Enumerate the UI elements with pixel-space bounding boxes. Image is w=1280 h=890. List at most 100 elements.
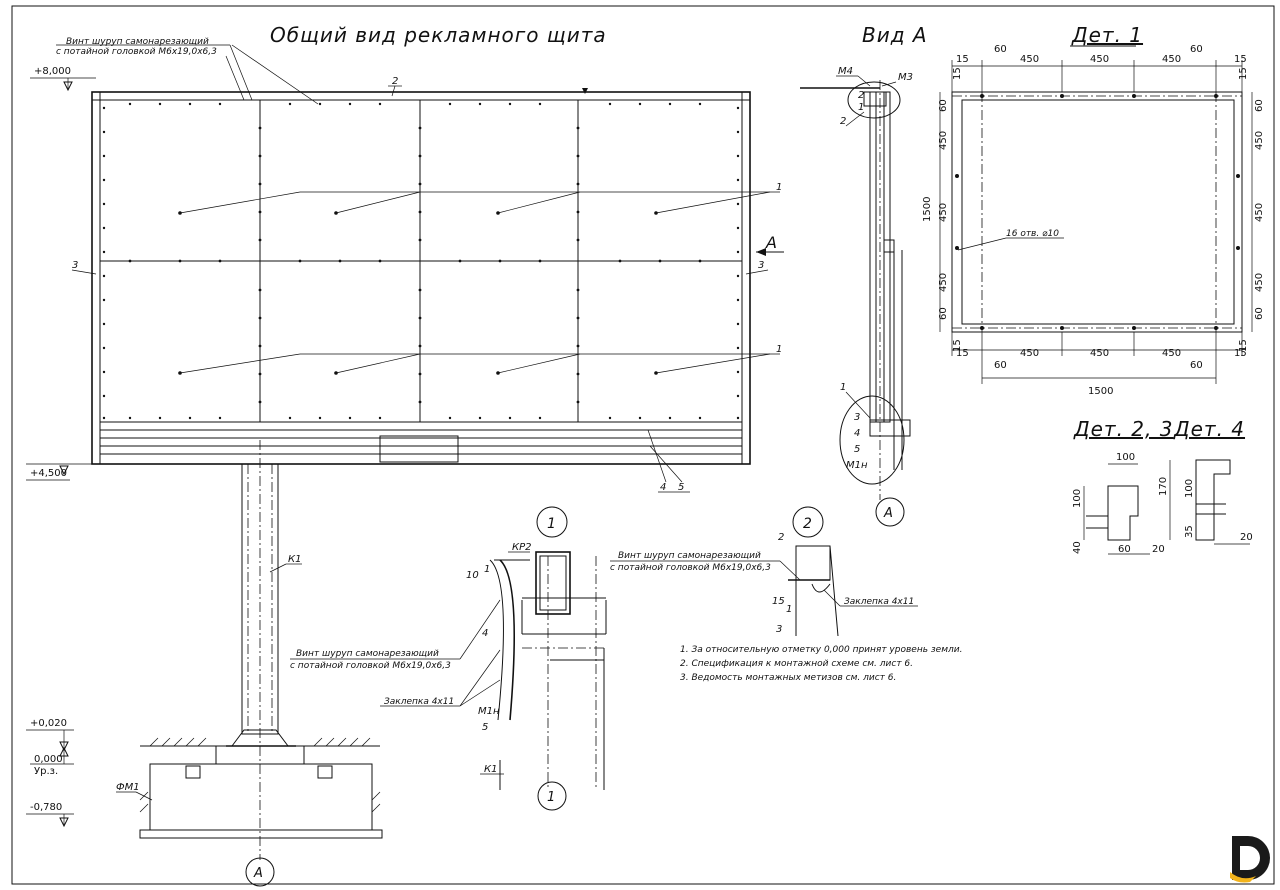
- det4-20: 20: [1240, 532, 1253, 543]
- det1-top-60-right: 60: [1190, 44, 1203, 55]
- general-view-title: Общий вид рекламного щита: [270, 23, 607, 47]
- det1-top-450-1: 450: [1020, 54, 1039, 65]
- note-3: 3. Ведомость монтажных метизов см. лист …: [680, 673, 896, 683]
- view-a-pos2-mid: 2: [840, 116, 846, 127]
- view-a-pos5: 5: [854, 444, 860, 455]
- note-2: 2. Спецификация к монтажной схеме см. ли…: [680, 659, 913, 669]
- view-a-m4: М4: [838, 66, 853, 77]
- det23-40-side: 40: [1072, 541, 1083, 554]
- elevation-top: +8,000: [34, 66, 71, 77]
- callout-1-bottom-label: 1: [547, 790, 555, 805]
- view-a-title: Вид А: [862, 23, 928, 47]
- view-a-pos2-top: 2: [858, 90, 864, 101]
- screw-note-top-line1: Винт шуруп самонарезающий: [66, 37, 209, 47]
- det4-title: Дет. 4: [1173, 417, 1245, 441]
- view-a-top-circle: [847, 81, 901, 119]
- logo-accent-shape: [1230, 872, 1256, 883]
- pos-5-bottom: 5: [678, 482, 684, 493]
- note-1: 1. За относительную отметку 0,000 принят…: [680, 645, 962, 655]
- screw-note-right-line1: Винт шуруп самонарезающий: [618, 551, 761, 561]
- det1-bottom-60-right: 60: [1190, 360, 1203, 371]
- elevation-plinth: +0,020: [30, 718, 67, 729]
- elevation-panel-bottom: +4,500: [30, 468, 67, 479]
- view-a-pos3: 3: [854, 412, 860, 423]
- screw-note-mid-line1: Винт шуруп самонарезающий: [296, 649, 439, 659]
- det1-bottom-15-right: 15: [1234, 348, 1247, 359]
- screw-note-mid-line2: с потайной головкой М6х19,0х6,3: [290, 661, 451, 671]
- callout-2-rivet: Заклепка 4х11: [844, 597, 914, 607]
- pos-1-upper: 1: [776, 182, 782, 193]
- pos-4-bottom: 4: [660, 482, 666, 493]
- pos-3-left: 3: [72, 260, 78, 271]
- det1-right-450-1: 450: [1254, 131, 1265, 150]
- elevation-ground-label: Ур.з.: [34, 766, 58, 777]
- view-a-pos4: 4: [854, 428, 860, 439]
- det1-right-60-bottom: 60: [1254, 307, 1265, 320]
- det1-bottom-450-2: 450: [1090, 348, 1109, 359]
- det1-drawing: Дет. 1 15 60 450 450 450 60 15 15 60 450…: [922, 23, 1265, 397]
- det1-right-15-bottom: 15: [1238, 339, 1249, 352]
- det1-bottom-450-1: 450: [1020, 348, 1039, 359]
- det1-right-15-top: 15: [1238, 67, 1249, 80]
- det4-100: 100: [1184, 479, 1195, 498]
- det4-35: 35: [1184, 525, 1195, 538]
- callout-2-fifteen: 15: [772, 596, 785, 607]
- det1-left-15-bottom: 15: [952, 339, 963, 352]
- det1-left-15-top: 15: [952, 67, 963, 80]
- det1-holes-note: 16 отв. ⌀10: [1006, 229, 1059, 239]
- screw-note-right-line2: с потайной головкой М6х19,0х6,3: [610, 563, 771, 573]
- pos-3-right: 3: [758, 260, 764, 271]
- general-notes: 1. За относительную отметку 0,000 принят…: [680, 645, 962, 683]
- det4-170: 170: [1158, 477, 1169, 496]
- elevation-foundation: -0,780: [30, 802, 62, 813]
- det1-right-60-top: 60: [1254, 99, 1265, 112]
- det1-top-15-right: 15: [1234, 54, 1247, 65]
- view-a-pos1-bottom: 1: [840, 382, 846, 393]
- billboard-plate: [379, 435, 459, 463]
- callout-1-m1n: М1н: [478, 706, 500, 717]
- pole-k1-label: К1: [288, 554, 301, 565]
- callout-1-label: 1: [547, 516, 556, 532]
- det23-100-side: 100: [1072, 489, 1083, 508]
- det1-title: Дет. 1: [1071, 23, 1143, 47]
- callout-1-pos4: 4: [482, 628, 488, 639]
- det23-60-bottom: 60: [1118, 544, 1131, 555]
- callout-2-detail: 2 Винт шуруп самонарезающий с потайной г…: [610, 506, 918, 637]
- view-a-axis-label: А: [883, 506, 893, 521]
- det1-top-60-left: 60: [994, 44, 1007, 55]
- det1-top-450-2: 450: [1090, 54, 1109, 65]
- det23-20-bottom: 20: [1152, 544, 1165, 555]
- det1-bottom-60-left: 60: [994, 360, 1007, 371]
- pos-2-top: 2: [392, 76, 398, 87]
- callout-2-pos1: 1: [786, 604, 792, 615]
- det1-frame: [951, 91, 1243, 333]
- det1-bottom-15-left: 15: [956, 348, 969, 359]
- view-a: Вид А М4 М3 2 1 2 1 3 4 5 М1н А: [800, 23, 928, 527]
- sheet-frame: [11, 5, 1275, 885]
- callout-1-rivet: Заклепка 4х11: [384, 697, 454, 707]
- det1-right-450-3: 450: [1254, 273, 1265, 292]
- axis-a-bubble: [245, 857, 275, 887]
- callout-1-detail: 1 КР2 10 1 4 Заклепка 4х11 М1н 5 К1 1: [380, 506, 607, 811]
- det23-title: Дет. 2, 3: [1073, 417, 1173, 441]
- callout-1-pos1: 1: [484, 564, 490, 575]
- screw-dots: [102, 102, 740, 420]
- pos-1-lower: 1: [776, 344, 782, 355]
- det1-right-450-2: 450: [1254, 203, 1265, 222]
- callout-2-label: 2: [803, 516, 812, 532]
- foundation-fm1: [149, 763, 373, 831]
- det1-left-450-3: 450: [938, 273, 949, 292]
- det1-left-450-2: 450: [938, 203, 949, 222]
- callout-1-kp2: КР2: [512, 542, 532, 553]
- axis-a-label: А: [253, 866, 263, 881]
- callout-1-pos5: 5: [482, 722, 488, 733]
- det1-bottom-1500: 1500: [1088, 386, 1113, 397]
- callout-2-pos2: 2: [778, 532, 784, 543]
- callout-1-k1: К1: [484, 764, 497, 775]
- det1-left-1500: 1500: [922, 197, 933, 222]
- elevation-ground: 0,000: [34, 754, 63, 765]
- general-view: Общий вид рекламного щита Винт шуруп сам…: [26, 23, 784, 887]
- view-a-m1n: М1н: [846, 460, 868, 471]
- billboard-frame: [91, 91, 751, 465]
